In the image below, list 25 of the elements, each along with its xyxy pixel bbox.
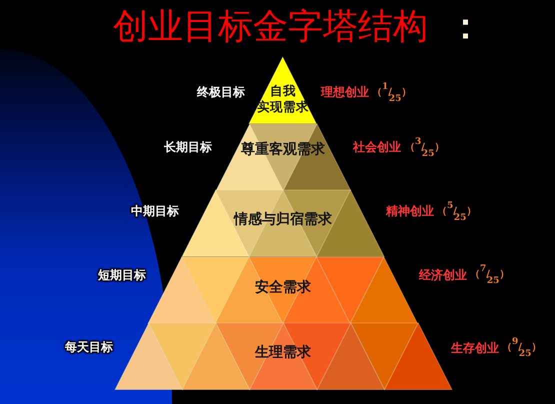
goal-label: 终极目标 <box>197 85 245 99</box>
goal-label: 每天目标 <box>65 340 113 354</box>
fraction-label: （$^{3}$/$_{25}$） <box>405 136 444 161</box>
pyramid-tier <box>182 190 384 257</box>
fraction-label: （$^{5}$/$_{25}$） <box>437 200 476 225</box>
category-label: 社会创业 <box>353 140 401 154</box>
pyramid-tier <box>114 323 452 390</box>
tier-label: 情感与归宿需求 <box>234 211 332 228</box>
pyramid-tier <box>249 57 317 124</box>
tier-label: 安全需求 <box>254 279 311 296</box>
title: 创业目标金字塔结构： <box>113 6 483 48</box>
tier-label: 生理需求 <box>255 344 311 362</box>
category-label: 精神创业 <box>386 204 434 218</box>
tier-label: 自我实现需求 <box>256 83 310 115</box>
fraction-label: （$^{1}$/$_{25}$） <box>372 81 412 106</box>
tier-label: 尊重客观需求 <box>240 141 325 158</box>
fraction-label: （$^{7}$/$_{25}$） <box>470 263 510 288</box>
pyramid-tier <box>148 256 418 324</box>
category-label: 理想创业 <box>321 85 369 99</box>
pyramid-tier <box>216 124 350 190</box>
goal-label: 长期目标 <box>164 140 212 154</box>
goal-label: 短期目标 <box>98 268 146 282</box>
category-label: 经济创业 <box>419 268 467 282</box>
fraction-label: （$^{9}$/$_{25}$） <box>502 336 542 361</box>
category-label: 生存创业 <box>451 341 499 355</box>
